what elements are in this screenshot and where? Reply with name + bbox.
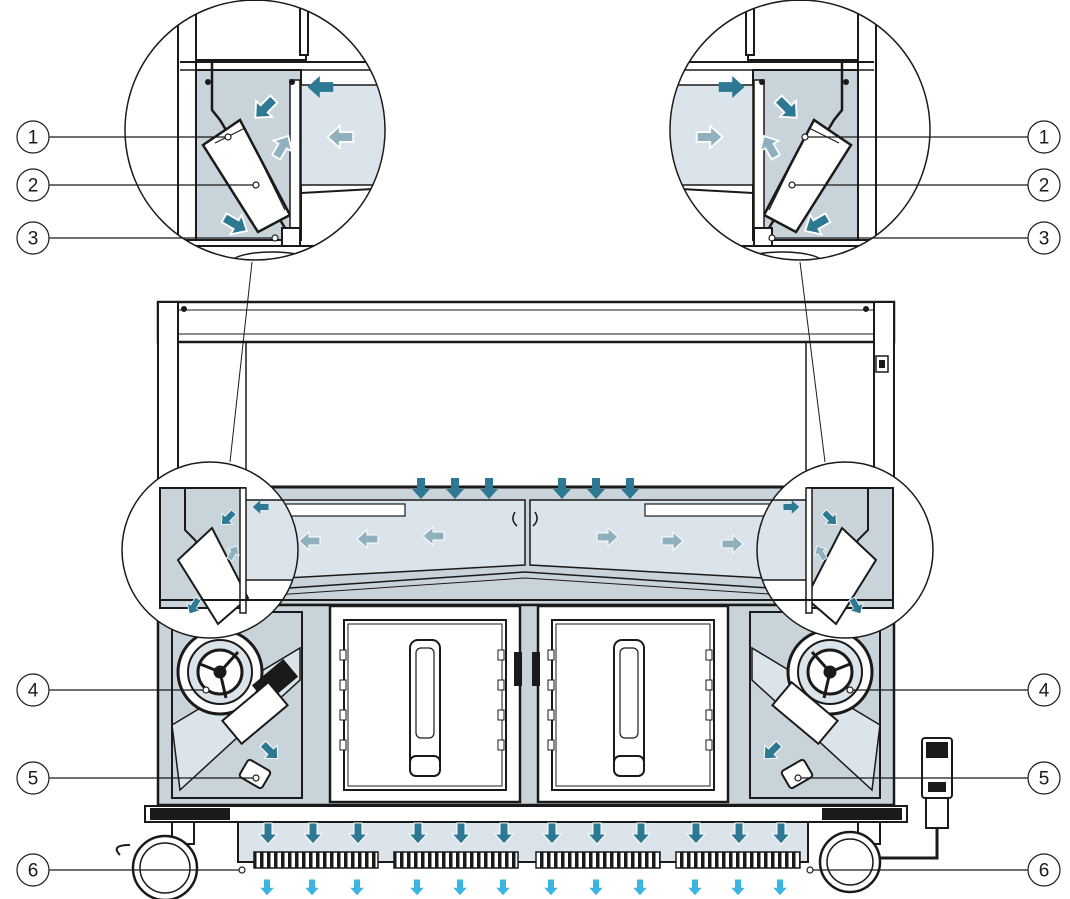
callout-circle-right-2 (1027, 168, 1061, 202)
callout-circle-right-3 (1027, 221, 1061, 255)
right-door-handle (613, 639, 645, 777)
callout-label-right-4: 4 (1039, 681, 1050, 702)
right-detail-circle-large (669, 0, 931, 261)
callout-anchor-left-3 (271, 234, 279, 242)
left-detail-circle-small (121, 461, 299, 639)
callout-label-right-3: 3 (1039, 229, 1050, 250)
right-fan-wheel-icon (751, 628, 881, 792)
callout-label-left-2: 2 (28, 176, 39, 197)
callout-label-left-5: 5 (28, 769, 39, 790)
callout-group: 1 2 3 1 2 3 4 4 5 5 6 6 (16, 120, 1061, 887)
right-castor-wheel-icon (818, 821, 882, 894)
callout-circle-left-5 (16, 761, 50, 795)
callout-circle-left-2 (16, 168, 50, 202)
callout-anchor-left-4 (202, 686, 210, 694)
callout-anchor-right-2 (788, 181, 796, 189)
callout-anchor-right-4 (846, 686, 854, 694)
bottom-grilles (253, 851, 801, 869)
callout-anchor-left-5 (252, 774, 260, 782)
callout-circle-right-5 (1027, 761, 1061, 795)
callout-label-right-5: 5 (1039, 769, 1050, 790)
callout-label-right-6: 6 (1039, 861, 1050, 882)
left-castor-wheel-icon (115, 821, 199, 899)
callout-anchor-right-3 (768, 234, 776, 242)
callout-anchor-right-5 (794, 774, 802, 782)
left-magnifier-connector (229, 261, 253, 463)
left-door-handle (409, 639, 441, 777)
callout-circle-right-1 (1027, 120, 1061, 154)
left-fan-wheel-icon (171, 628, 301, 792)
callout-circle-left-6 (16, 853, 50, 887)
callout-anchor-left-6 (238, 866, 246, 874)
canopy-top-bar (156, 300, 896, 344)
callout-circle-right-6 (1027, 853, 1061, 887)
callout-circle-right-4 (1027, 673, 1061, 707)
base-plinth (144, 805, 908, 823)
right-sensor-icon (780, 758, 814, 790)
left-sensor-icon (238, 758, 272, 790)
callout-label-right-1: 1 (1039, 128, 1050, 149)
callout-label-left-4: 4 (28, 681, 39, 702)
callout-circle-left-1 (16, 120, 50, 154)
callout-label-left-3: 3 (28, 229, 39, 250)
power-plug-icon (880, 737, 953, 860)
callout-label-left-6: 6 (28, 861, 39, 882)
callout-label-right-2: 2 (1039, 176, 1050, 197)
callout-circle-left-4 (16, 673, 50, 707)
callout-circle-left-3 (16, 221, 50, 255)
left-detail-circle-large (124, 0, 386, 261)
right-detail-circle-small (756, 461, 934, 639)
callout-anchor-right-6 (806, 866, 814, 874)
right-magnifier-connector (799, 261, 826, 463)
callout-anchor-left-1 (224, 133, 232, 141)
callout-anchor-left-2 (252, 181, 260, 189)
callout-anchor-right-1 (801, 133, 809, 141)
callout-label-left-1: 1 (28, 128, 39, 149)
